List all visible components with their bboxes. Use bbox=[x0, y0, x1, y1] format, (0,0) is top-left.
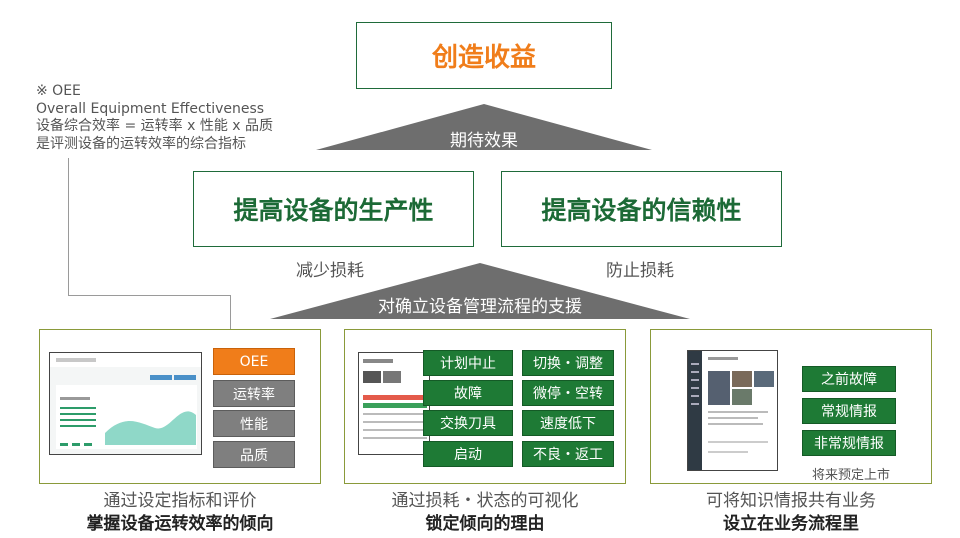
support-triangle bbox=[270, 263, 690, 319]
tag-startup: 启动 bbox=[423, 441, 513, 467]
panel3-caption: 可将知识情报共有业务 设立在业务流程里 bbox=[650, 490, 932, 536]
oee-note-line4: 是评测设备的运转效率的综合指标 bbox=[36, 135, 246, 152]
tag-performance: 性能 bbox=[213, 410, 295, 437]
tag-tool-change: 交换刀具 bbox=[423, 410, 513, 436]
expected-effect-triangle bbox=[316, 104, 652, 150]
tag-oee: OEE bbox=[213, 348, 295, 375]
panel2-caption-line2: 锁定倾向的理由 bbox=[425, 514, 545, 534]
loss-thumbnail bbox=[359, 353, 429, 454]
tag-defect-rework: 不良・返工 bbox=[522, 441, 614, 467]
note-connector-vertical-1 bbox=[68, 158, 69, 296]
reliability-title: 提高设备的信赖性 bbox=[541, 196, 742, 225]
oee-note-line2: Overall Equipment Effectiveness bbox=[36, 100, 265, 117]
oee-note-line3: 设备综合效率 = 运转率 x 性能 x 品质 bbox=[36, 118, 274, 134]
productivity-box: 提高设备的生产性 bbox=[193, 171, 474, 247]
productivity-title: 提高设备的生产性 bbox=[233, 196, 434, 225]
panel1-caption: 通过设定指标和评价 掌握设备运转效率的倾向 bbox=[39, 490, 321, 536]
knowledge-screenshot bbox=[687, 350, 778, 471]
tag-minor-stop: 微停・空转 bbox=[522, 380, 614, 406]
revenue-box: 创造收益 bbox=[356, 22, 612, 89]
oee-note-line1: ※ OEE bbox=[36, 83, 81, 99]
knowledge-thumbnail bbox=[688, 351, 777, 470]
loss-screenshot bbox=[358, 352, 430, 455]
note-connector-horizontal bbox=[68, 295, 231, 296]
panel2-caption: 通过损耗・状态的可视化 锁定倾向的理由 bbox=[344, 490, 626, 536]
tag-speed-loss: 速度低下 bbox=[522, 410, 614, 436]
dashboard-screenshot bbox=[49, 352, 202, 455]
revenue-title: 创造收益 bbox=[431, 43, 536, 73]
expected-effect-label: 期待效果 bbox=[450, 131, 518, 151]
tag-planned-stop: 计划中止 bbox=[423, 350, 513, 376]
oee-note: ※ OEE Overall Equipment Effectiveness 设备… bbox=[36, 83, 273, 153]
panel1-caption-line1: 通过设定指标和评价 bbox=[103, 491, 257, 511]
dashboard-thumbnail bbox=[50, 353, 201, 449]
tag-changeover: 切换・调整 bbox=[522, 350, 614, 376]
panel2-caption-line1: 通过损耗・状态的可视化 bbox=[391, 491, 579, 511]
tag-routine-info: 常规情报 bbox=[802, 398, 896, 424]
support-label: 对确立设备管理流程的支援 bbox=[378, 297, 582, 317]
tag-nonroutine-info: 非常规情报 bbox=[802, 430, 896, 456]
tag-quality: 品质 bbox=[213, 441, 295, 468]
reduce-loss-label: 减少损耗 bbox=[296, 261, 364, 281]
prevent-loss-label: 防止损耗 bbox=[606, 261, 674, 281]
note-connector-vertical-2 bbox=[230, 295, 231, 348]
coming-soon-note: 将来预定上市 bbox=[812, 468, 891, 483]
panel1-caption-line2: 掌握设备运转效率的倾向 bbox=[86, 514, 274, 534]
reliability-box: 提高设备的信赖性 bbox=[501, 171, 782, 247]
tag-availability: 运转率 bbox=[213, 380, 295, 407]
tag-breakdown: 故障 bbox=[423, 380, 513, 406]
tag-past-failures: 之前故障 bbox=[802, 366, 896, 392]
panel3-caption-line1: 可将知识情报共有业务 bbox=[706, 491, 876, 511]
panel3-caption-line2: 设立在业务流程里 bbox=[723, 514, 859, 534]
